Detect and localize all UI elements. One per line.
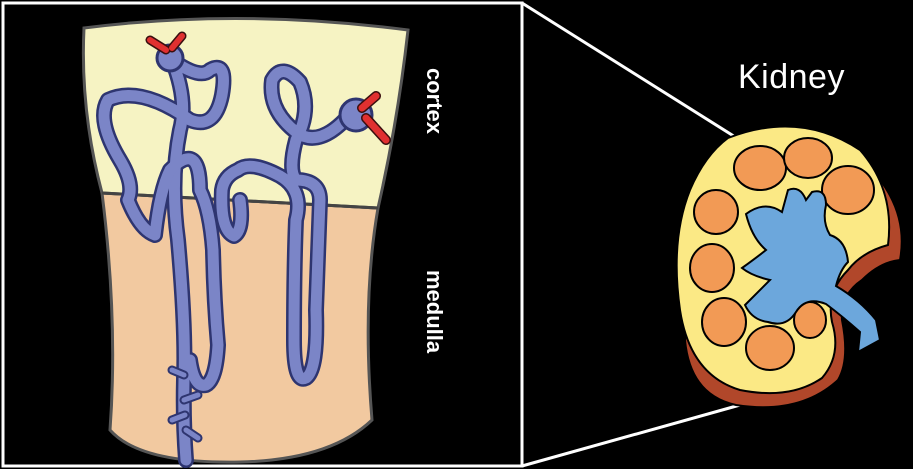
cortex-label: cortex [421, 68, 447, 134]
tissue-block [83, 18, 408, 462]
medulla-label: medulla [421, 270, 447, 353]
kidney-title: Kidney [738, 58, 845, 97]
